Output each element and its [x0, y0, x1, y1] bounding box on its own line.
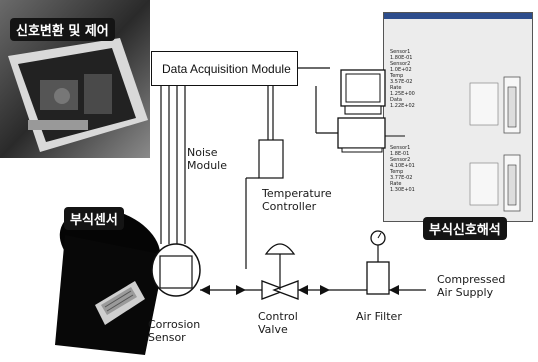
air-filter-label: Air Filter: [356, 310, 402, 323]
corrosion-label-line1: Corrosion: [148, 318, 200, 331]
air-label-line1: Compressed: [437, 273, 505, 286]
temperature-controller-label: Temperature Controller: [262, 187, 332, 213]
temp-label-line1: Temperature: [262, 187, 332, 200]
corrosion-sensor-component-label: Corrosion Sensor: [148, 318, 200, 344]
air-label-line2: Air Supply: [437, 286, 493, 299]
noise-label-line1: Noise: [187, 146, 218, 159]
valve-label-line2: Valve: [258, 323, 288, 336]
data-acquisition-module: Data Acquisition Module: [151, 51, 298, 86]
control-valve-label: Control Valve: [258, 310, 298, 336]
compressed-air-label: Compressed Air Supply: [437, 273, 505, 299]
corrosion-label-line2: Sensor: [148, 331, 186, 344]
valve-label-line1: Control: [258, 310, 298, 323]
temp-label-line2: Controller: [262, 200, 316, 213]
dam-label: Data Acquisition Module: [162, 62, 291, 76]
noise-module-label: Noise Module: [187, 146, 227, 172]
noise-label-line2: Module: [187, 159, 227, 172]
